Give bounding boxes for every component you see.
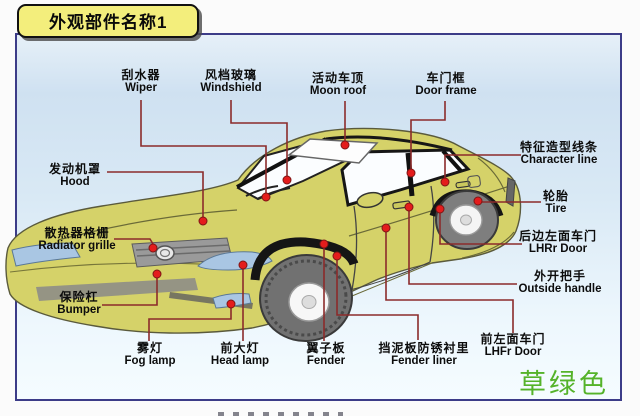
leader-fender-liner — [336, 260, 419, 340]
label-en: Head lamp — [210, 355, 270, 367]
part-label-door-frame: 车门框 Door frame — [415, 72, 476, 98]
marker-dots — [148, 140, 483, 309]
character-line-crease — [348, 183, 517, 237]
part-label-character-line: 特征造型线条 Character line — [520, 141, 598, 167]
label-zh: 后边左面车门 — [518, 229, 598, 243]
leader-fog-lamp — [148, 308, 232, 341]
part-label-outside-handle: 外开把手 Outside handle — [518, 270, 601, 296]
leader-windshield — [230, 100, 288, 176]
label-en: Fog lamp — [124, 355, 176, 367]
roof-rail — [325, 135, 453, 152]
part-label-bumper: 保险杠 Bumper — [57, 291, 100, 317]
leader-lhfr-door — [385, 232, 514, 333]
label-en: Windshield — [200, 82, 262, 94]
leader-radiator-grille — [114, 238, 154, 245]
label-en: Outside handle — [518, 283, 602, 295]
part-label-windshield: 风档玻璃 Windshield — [200, 69, 261, 95]
dot-lhrr-door — [435, 204, 445, 214]
dot-lhfr-door — [381, 223, 391, 233]
label-en: Radiator grille — [38, 240, 116, 252]
part-label-head-lamp: 前大灯 Head lamp — [211, 342, 269, 368]
label-zh: 挡泥板防锈衬里 — [378, 341, 470, 355]
dot-windshield — [282, 175, 292, 185]
slide-title-badge: 外观部件名称1 — [17, 4, 200, 38]
leader-bumper — [102, 278, 158, 306]
label-zh: 特征造型线条 — [519, 140, 599, 154]
dot-wiper — [261, 192, 271, 202]
label-zh: 翼子板 — [306, 341, 346, 355]
part-label-moon-roof: 活动车顶 Moon roof — [310, 72, 366, 98]
label-zh: 散热器格栅 — [44, 226, 110, 240]
label-zh: 前大灯 — [220, 341, 260, 355]
far-headlamp-shape — [11, 242, 81, 267]
dot-outside-handle — [404, 202, 414, 212]
cropped-caption-fragment — [218, 412, 343, 416]
leader-lines — [102, 100, 541, 341]
dot-fender — [319, 239, 329, 249]
label-zh: 刮水器 — [121, 68, 161, 82]
label-zh: 保险杠 — [59, 290, 99, 304]
label-en: Fender liner — [391, 355, 457, 367]
front-wheel — [250, 237, 359, 343]
label-zh: 雾灯 — [136, 341, 163, 355]
dot-head-lamp — [238, 260, 248, 270]
label-zh: 外开把手 — [533, 269, 587, 283]
leader-character-line — [444, 154, 521, 178]
label-en: Fender — [306, 355, 346, 367]
part-label-wiper: 刮水器 Wiper — [121, 69, 160, 95]
part-label-hood: 发动机罩 Hood — [49, 163, 101, 189]
label-zh: 轮胎 — [542, 189, 570, 203]
part-label-lhrr-door: 后边左面车门 LHRr Door — [519, 230, 597, 256]
label-en: Hood — [60, 176, 90, 188]
tail-lamp-edge — [505, 177, 516, 207]
brand-emblem — [155, 245, 175, 261]
rear-wheel — [429, 189, 504, 250]
label-zh: 风档玻璃 — [204, 68, 258, 82]
slide-title: 外观部件名称1 — [49, 13, 168, 32]
label-zh: 发动机罩 — [48, 162, 102, 176]
label-en: Tire — [545, 203, 567, 215]
label-zh: 车门框 — [426, 71, 466, 85]
dot-fog-lamp — [226, 299, 236, 309]
color-note-text: 草绿色 — [519, 369, 609, 399]
label-zh: 活动车顶 — [311, 71, 365, 85]
leader-wiper — [140, 100, 267, 193]
part-label-fog-lamp: 雾灯 Fog lamp — [124, 342, 175, 368]
part-label-fender-liner: 挡泥板防锈衬里 Fender liner — [378, 342, 469, 368]
part-label-tire: 轮胎 Tire — [543, 190, 569, 216]
leader-door-frame — [410, 101, 446, 169]
part-label-lhfr-door: 前左面车门 LHFr Door — [480, 333, 545, 359]
sunroof — [287, 138, 379, 164]
dot-tire — [473, 196, 483, 206]
rear-door-handle — [455, 180, 471, 189]
label-en: LHRr Door — [528, 243, 588, 255]
side-mirror — [356, 191, 384, 209]
part-label-fender: 翼子板 Fender — [306, 342, 345, 368]
dot-bumper — [152, 269, 162, 279]
wiper-blades — [245, 185, 291, 200]
fuel-door — [467, 175, 481, 188]
label-en: Moon roof — [309, 85, 367, 97]
dot-moon-roof — [340, 140, 350, 150]
leader-hood — [107, 171, 204, 217]
dot-radiator-grille — [148, 243, 158, 253]
dot-door-frame — [406, 168, 416, 178]
label-en: Bumper — [57, 304, 101, 316]
part-label-radiator-grille: 散热器格栅 Radiator grille — [38, 227, 115, 253]
label-en: Wiper — [125, 82, 157, 94]
label-en: Door frame — [415, 85, 477, 97]
dot-character-line — [440, 177, 450, 187]
dot-hood — [198, 216, 208, 226]
label-en: LHFr Door — [484, 346, 542, 358]
leader-outside-handle — [408, 211, 517, 285]
leader-lhrr-door — [439, 213, 522, 245]
dot-fender-liner — [332, 251, 342, 261]
label-zh: 前左面车门 — [480, 332, 546, 346]
label-en: Character line — [520, 154, 598, 166]
front-fender-liner-arch — [250, 237, 359, 281]
